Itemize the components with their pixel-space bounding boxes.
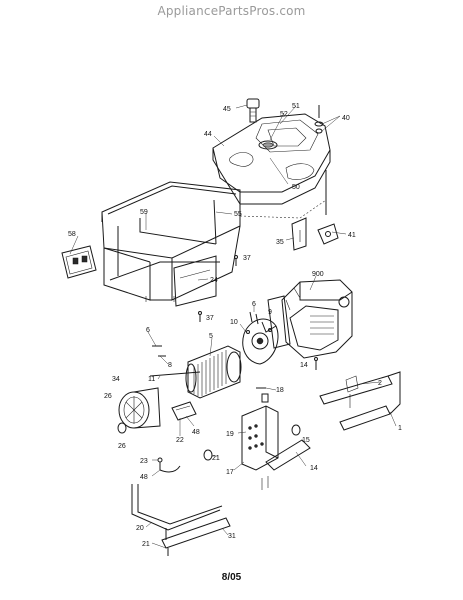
screw-37a: [234, 255, 238, 266]
screw-37b: [198, 311, 202, 322]
label-10: 10: [230, 319, 238, 326]
label-55: 55: [234, 211, 242, 218]
muffler-gasket: [291, 424, 301, 436]
label-14a: 14: [300, 362, 308, 369]
label-19: 19: [226, 431, 234, 438]
through-bolt: [149, 371, 201, 377]
label-52: 52: [280, 111, 288, 118]
label-11: 11: [148, 376, 155, 383]
frame: [101, 181, 241, 302]
stator: [185, 345, 242, 399]
part-number-labels: 45 52 51 40 44 50 41 35 58 59 55 37 24 3…: [68, 103, 402, 548]
tank-bolt: [314, 105, 324, 134]
label-18: 18: [276, 387, 284, 394]
label-41: 41: [348, 232, 356, 239]
label-58: 58: [68, 231, 76, 238]
panel-cover: [173, 255, 217, 307]
brush-assembly: [171, 401, 197, 421]
muffler: [241, 393, 279, 471]
label-26a: 26: [104, 393, 112, 400]
ground-wire: [157, 457, 181, 473]
label-20: 20: [136, 525, 144, 532]
label-21a: 21: [212, 455, 220, 462]
fuel-tank: [212, 113, 331, 219]
label-35: 35: [276, 239, 284, 246]
label-48a: 48: [192, 429, 200, 436]
label-40: 40: [342, 115, 350, 122]
label-21b: 21: [142, 541, 150, 548]
end-bell: [118, 387, 161, 429]
label-6a: 6: [252, 301, 256, 308]
fuel-strainer: [258, 140, 278, 150]
page-footer: 8/05: [221, 572, 242, 583]
label-34: 34: [112, 376, 120, 383]
label-37a: 37: [243, 255, 251, 262]
label-1: 1: [398, 425, 402, 432]
bolt-21a: [203, 449, 213, 461]
label-45: 45: [223, 106, 231, 113]
screw-14a: [314, 357, 318, 370]
engine: [261, 279, 353, 359]
label-5: 5: [209, 333, 213, 340]
label-44: 44: [204, 131, 212, 138]
label-15: 15: [302, 437, 310, 444]
end-cap: [117, 422, 127, 434]
label-23: 23: [140, 458, 148, 465]
label-17: 17: [226, 469, 234, 476]
front-leg: [131, 484, 231, 549]
label-26b: 26: [118, 443, 126, 450]
control-panel: [61, 245, 97, 279]
label-50: 50: [292, 184, 300, 191]
fuel-cap: [246, 98, 260, 123]
adapter-plate: [242, 318, 279, 365]
support-leg: [319, 371, 401, 431]
label-48b: 48: [140, 474, 148, 481]
bolts: [152, 311, 259, 357]
label-2: 2: [378, 380, 382, 387]
label-31: 31: [228, 533, 236, 540]
label-6b: 6: [146, 327, 150, 334]
label-14b: 14: [310, 465, 318, 472]
label-900: 900: [312, 271, 324, 278]
label-8: 8: [168, 362, 172, 369]
label-24: 24: [210, 277, 218, 284]
label-51: 51: [292, 103, 300, 110]
watermark: AppliancePartsPros.com: [157, 4, 306, 18]
label-37b: 37: [206, 315, 214, 322]
label-59: 59: [140, 209, 148, 216]
fuel-line: [291, 170, 339, 251]
label-22: 22: [176, 437, 184, 444]
label-9: 9: [268, 309, 272, 316]
leader-lines: [69, 104, 397, 549]
muffler-bracket: [261, 439, 311, 490]
